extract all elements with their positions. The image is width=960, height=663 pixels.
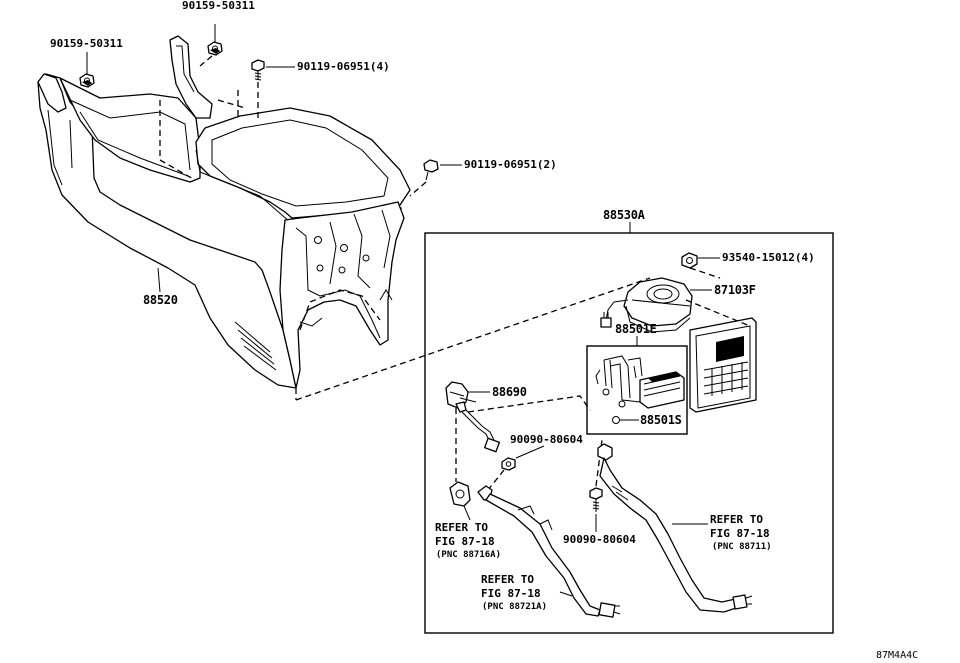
ref-right-line1: REFER TO — [710, 513, 763, 526]
dash-90119-2 — [409, 181, 427, 197]
console-box — [37, 35, 297, 389]
ref-right-pnc: (PNC 88711) — [712, 542, 772, 552]
hidden-edge-left — [159, 100, 196, 181]
label-88690: 88690 — [492, 385, 527, 399]
label-88501E: 88501E — [615, 322, 657, 336]
nut-90159-top — [207, 41, 223, 56]
hidden-edge-front — [299, 289, 381, 331]
evaporator-unit — [595, 355, 685, 409]
label-88501S: 88501S — [640, 413, 682, 427]
pipe-88716A — [449, 481, 471, 507]
fan-87103F — [600, 277, 693, 333]
leader-ref-middle — [559, 591, 573, 597]
ref-middle-line1: REFER TO — [481, 573, 534, 586]
leader-ref-left — [463, 505, 471, 521]
pipe-88711 — [597, 443, 753, 613]
dash-90090-b — [595, 439, 603, 487]
label-90090-a: 90090-80604 — [510, 433, 583, 446]
front-frame — [279, 201, 405, 389]
ref-right-line2: FIG 87-18 — [710, 527, 770, 540]
bolt-90090-a — [501, 457, 516, 471]
bolt-90090-b — [589, 487, 603, 512]
panel-88501E — [689, 317, 757, 413]
label-88520: 88520 — [143, 293, 178, 307]
sensor-88690 — [445, 381, 500, 453]
label-90159-left: 90159-50311 — [50, 37, 123, 50]
ref-left-pnc: (PNC 88716A) — [436, 550, 502, 560]
ref-left-line1: REFER TO — [435, 521, 488, 534]
dash-87103F-panel — [685, 299, 751, 327]
dash-90090-a — [487, 469, 505, 491]
nut-93540 — [681, 252, 698, 269]
nut-90159-left — [79, 73, 95, 88]
label-87103F: 87103F — [714, 283, 756, 297]
label-90090-b: 90090-80604 — [563, 533, 636, 546]
dash-93540 — [689, 267, 721, 279]
ref-middle-line2: FIG 87-18 — [481, 587, 541, 600]
o-ring — [612, 416, 620, 424]
armrest-lid — [195, 107, 411, 223]
leader-88520 — [157, 267, 161, 293]
assembly-box-88530A — [424, 232, 834, 634]
dash-88690 — [467, 395, 591, 413]
screw-90119-2 — [423, 159, 439, 181]
label-90119-2: 90119-06951(2) — [464, 158, 557, 171]
label-88530A: 88530A — [603, 208, 645, 222]
pipe-88721A — [477, 485, 621, 618]
dash-90159-top — [199, 55, 213, 67]
label-90119-4: 90119-06951(4) — [297, 60, 390, 73]
ref-left-line2: FIG 87-18 — [435, 535, 495, 548]
diagram-code: 87M4A4C — [876, 650, 919, 661]
dash-link-top — [295, 277, 651, 401]
hidden-edge-top — [217, 99, 246, 109]
screw-90119-4 — [251, 59, 265, 81]
ref-middle-pnc: (PNC 88721A) — [482, 602, 548, 612]
label-93540: 93540-15012(4) — [722, 251, 815, 264]
label-90159-top: 90159-50311 — [182, 0, 255, 12]
leader-90090-a — [515, 445, 545, 459]
